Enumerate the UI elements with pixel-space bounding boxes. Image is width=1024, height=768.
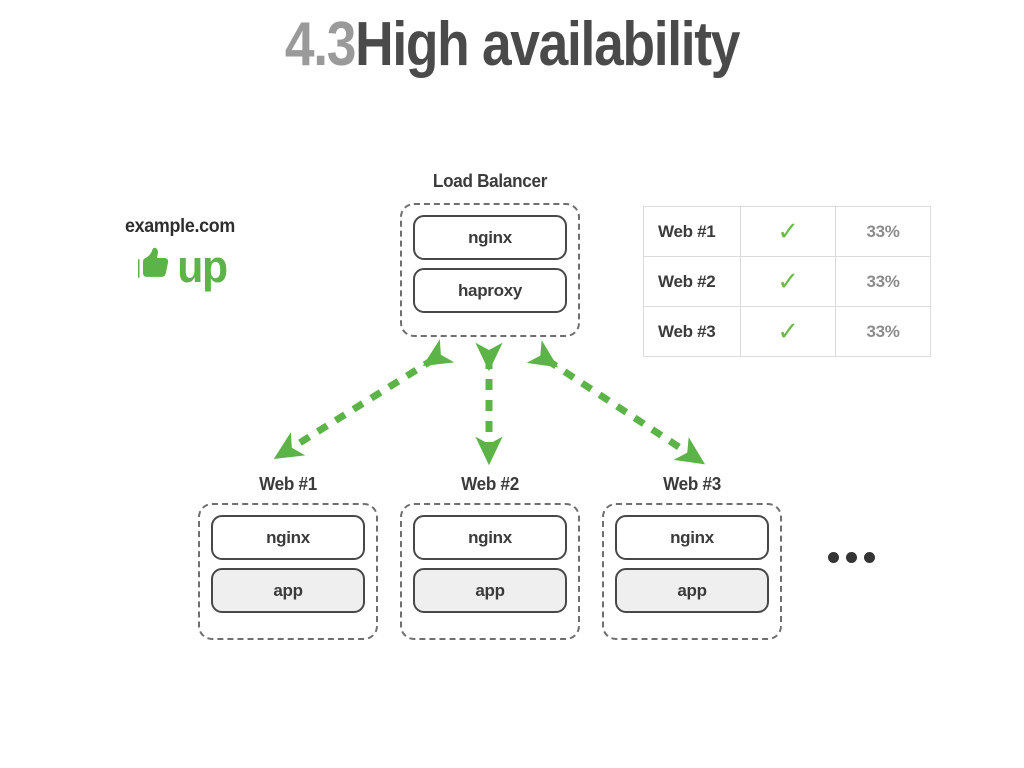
- table-row: Web #2 ✓ 33%: [643, 256, 931, 307]
- ellipsis-dot: [846, 552, 857, 563]
- web-2-node-nginx[interactable]: nginx: [413, 515, 567, 560]
- status-row-share: 33%: [835, 206, 931, 257]
- lb-node-nginx[interactable]: nginx: [413, 215, 567, 260]
- section-title: High availability: [355, 10, 740, 79]
- web-server-3-label: Web #3: [663, 474, 721, 494]
- thumbs-up-icon: [133, 244, 173, 289]
- table-row: Web #3 ✓ 33%: [643, 306, 931, 357]
- section-number: 4.3: [284, 10, 357, 79]
- web-server-1-group: nginx app: [198, 503, 378, 640]
- server-status-table-body: Web #1 ✓ 33% Web #2 ✓ 33% Web #3 ✓ 33%: [643, 206, 931, 357]
- status-row-health: ✓: [740, 256, 836, 307]
- site-domain-label: example.com: [124, 216, 236, 237]
- status-row-name: Web #3: [643, 306, 741, 357]
- web-3-node-nginx[interactable]: nginx: [615, 515, 769, 560]
- arrow-lb-web3: [526, 340, 706, 465]
- load-balancer-label: Load Balancer: [432, 171, 548, 191]
- site-status-block: example.com up: [62, 216, 298, 289]
- status-row-name: Web #2: [643, 256, 741, 307]
- table-row: Web #1 ✓ 33%: [643, 206, 931, 257]
- status-row-share: 33%: [835, 306, 931, 357]
- web-1-node-app[interactable]: app: [211, 568, 365, 613]
- lb-node-haproxy[interactable]: haproxy: [413, 268, 567, 313]
- web-3-node-app[interactable]: app: [615, 568, 769, 613]
- status-row-health: ✓: [740, 206, 836, 257]
- status-row-share: 33%: [835, 256, 931, 307]
- ellipsis-dot: [828, 552, 839, 563]
- page-title: 4.3High availability: [72, 12, 953, 77]
- more-servers-ellipsis-icon: [828, 552, 875, 563]
- web-server-2-label: Web #2: [461, 474, 519, 494]
- web-server-1-label: Web #1: [259, 474, 317, 494]
- web-server-2-group: nginx app: [400, 503, 580, 640]
- server-status-table: Web #1 ✓ 33% Web #2 ✓ 33% Web #3 ✓ 33%: [643, 206, 931, 357]
- site-status-word: up: [176, 241, 228, 292]
- check-icon: ✓: [777, 316, 799, 346]
- web-2-node-app[interactable]: app: [413, 568, 567, 613]
- site-status-logo: up: [62, 244, 298, 289]
- load-balancer-group: nginx haproxy: [400, 203, 580, 337]
- web-1-node-nginx[interactable]: nginx: [211, 515, 365, 560]
- check-icon: ✓: [777, 266, 799, 296]
- status-row-health: ✓: [740, 306, 836, 357]
- check-icon: ✓: [777, 216, 799, 246]
- ellipsis-dot: [864, 552, 875, 563]
- arrow-lb-web1: [273, 339, 455, 460]
- web-server-3-group: nginx app: [602, 503, 782, 640]
- status-row-name: Web #1: [643, 206, 741, 257]
